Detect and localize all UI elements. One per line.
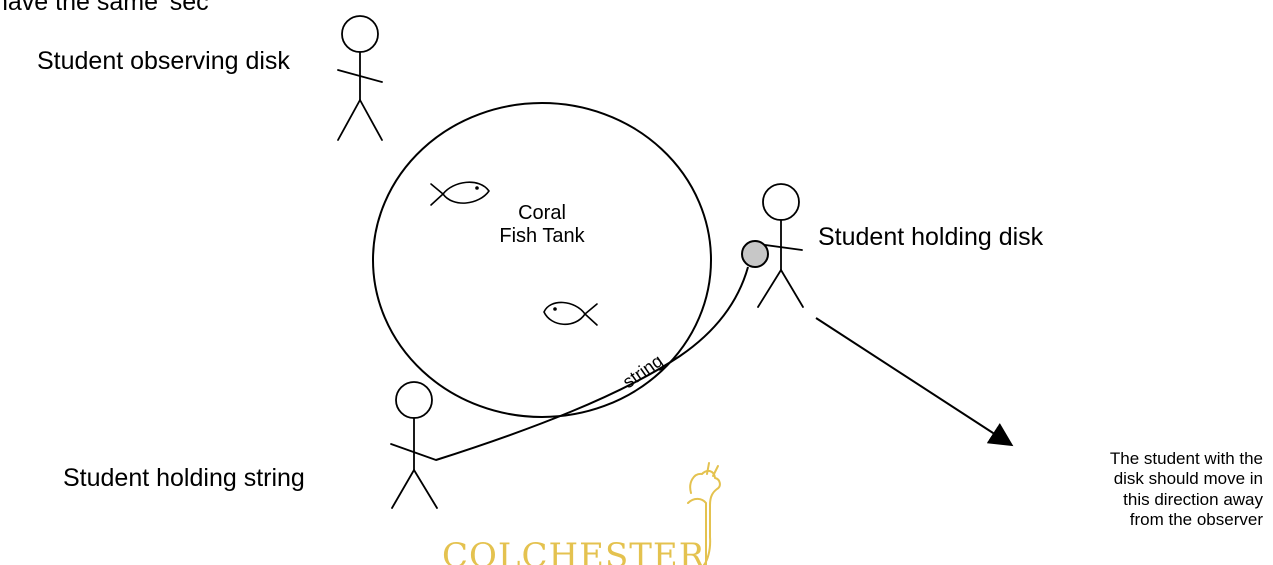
string-holder-arms — [390, 443, 437, 461]
student-observing-disk-label: Student observing disk — [37, 47, 290, 75]
observer-right-leg — [359, 99, 383, 141]
movement-instruction-note: The student with the disk should move in… — [1005, 449, 1263, 531]
note-line-3: this direction away — [1123, 489, 1263, 509]
note-line-4: from the observer — [1129, 510, 1263, 530]
observer-head-icon — [341, 15, 379, 53]
fish-icon-upper — [430, 181, 490, 206]
student-holding-disk-label: Student holding disk — [818, 223, 1044, 251]
movement-arrow — [815, 317, 1014, 447]
student-holding-string-label: Student holding string — [63, 464, 305, 492]
student-observing-disk-figure — [337, 15, 383, 141]
string-holder-right-leg — [413, 469, 438, 509]
coral-fish-tank-outline — [372, 102, 712, 418]
disk-holder-right-leg — [780, 269, 804, 308]
disk-holder-head-icon — [762, 183, 800, 221]
observer-left-leg — [337, 99, 361, 141]
coral-label-line: Coral — [518, 202, 566, 224]
string-holder-head-icon — [395, 381, 433, 419]
coral-fish-tank-label: Coral Fish Tank — [472, 202, 612, 248]
giraffe-logo-icon — [687, 462, 721, 565]
string-holder-left-leg — [391, 469, 415, 509]
fish-icon-lower — [543, 301, 598, 326]
string-line — [435, 266, 749, 461]
note-line-2: disk should move in — [1113, 469, 1263, 489]
student-holding-string-figure — [390, 381, 438, 509]
disk-icon — [741, 240, 769, 268]
top-fragment-text: have the same 'sec — [0, 0, 209, 16]
observer-arms — [337, 69, 383, 83]
disk-holder-left-leg — [757, 269, 782, 308]
fish-tank-label-line: Fish Tank — [499, 225, 585, 247]
note-line-1: The student with the — [1109, 449, 1263, 468]
colchester-logo-text: COLCHESTER — [442, 536, 706, 565]
